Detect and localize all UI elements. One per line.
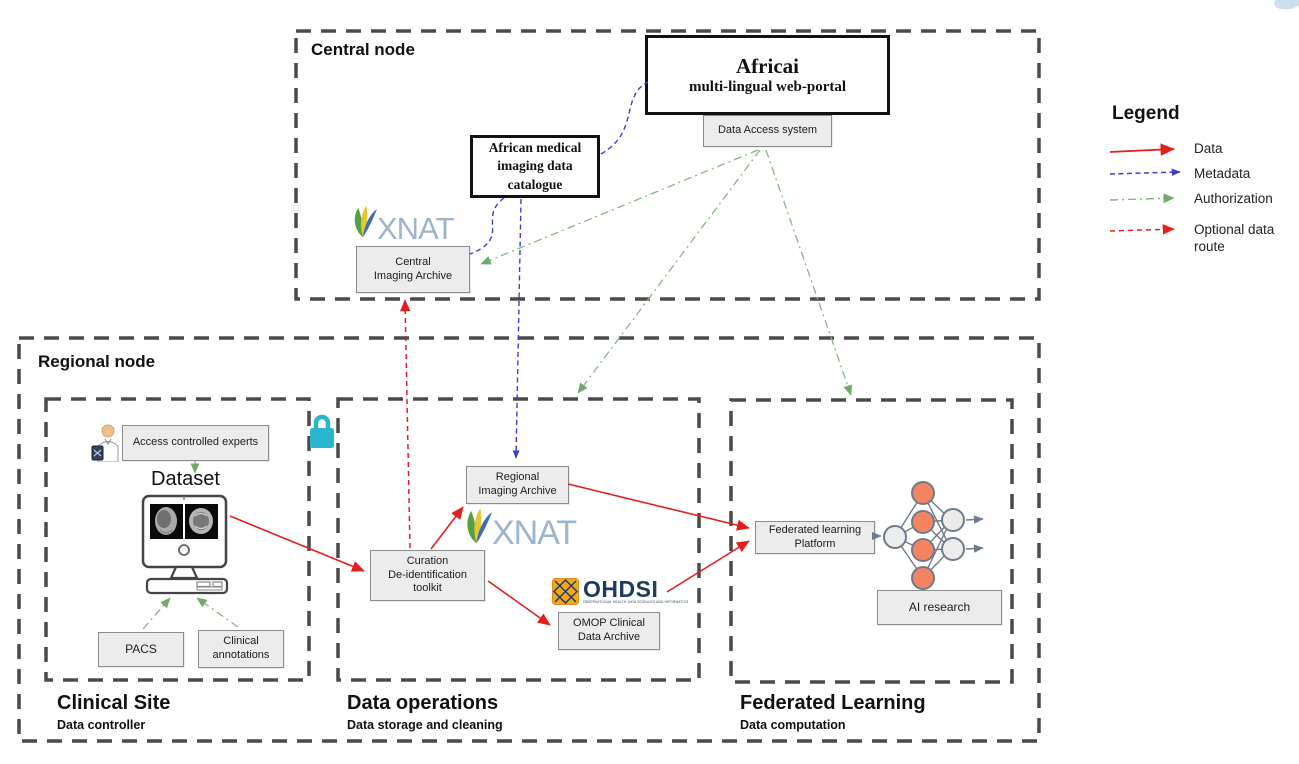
link-catalogue-central-archive [469,197,505,255]
data-curation-to-regional-archive [430,506,464,550]
auth-annotations-to-workstation [196,597,239,628]
africai-portal-box: Africai multi-lingual web-portal [645,35,890,115]
data-curation-to-omop [487,580,551,626]
clinical-annotations-box: Clinical annotations [198,630,284,668]
legend-sample-data [1109,143,1175,156]
africai-title: Africai [736,54,799,78]
nn-hidden-node [911,481,935,505]
authorization-links [142,149,853,630]
federated-learning-title: Federated Learning [740,692,926,714]
nn-input-node [883,525,907,549]
xnat-logo-text: XNAT [377,210,454,246]
regional-imaging-archive-box: Regional Imaging Archive [466,466,569,504]
legend-label-data: Data [1194,141,1223,156]
ohdsi-logo-text: OHDSI [583,576,659,603]
federated-learning-subtitle: Data computation [740,718,846,732]
legend-label-optional-route: Optional data route [1194,222,1275,254]
corner-decoration [1272,0,1299,12]
clinical-site-title: Clinical Site [57,692,171,714]
data-access-system-box: Data Access system [703,115,832,147]
regional-node-title: Regional node [38,352,156,371]
curation-toolkit-box: Curation De-identification toolkit [370,550,485,601]
data-dataset-to-curation [229,515,365,572]
neural-network [871,481,984,590]
data-regional-archive-to-platform [567,483,750,531]
lock-icon [310,414,334,448]
omop-clinical-data-archive-box: OMOP Clinical Data Archive [558,612,660,650]
xnat-leaf-icon [467,508,492,544]
access-controlled-experts-box: Access controlled experts [122,425,269,461]
ohdsi-logo: OHDSI OBSERVATIONAL HEALTH DATA SCIENCES… [552,578,688,605]
workstation-icon [141,494,229,595]
auth-to-federated-learning [765,149,853,396]
federated-learning-platform-box: Federated learning Platform [755,521,875,554]
brain-scan-left [155,507,177,535]
central-node-title: Central node [311,40,415,59]
auth-pacs-to-workstation [142,597,171,630]
xnat-logo-text: XNAT [492,514,577,553]
ohdsi-tagline: OBSERVATIONAL HEALTH DATA SCIENCES AND I… [583,599,689,604]
legend-sample-optional-route [1109,224,1175,235]
brain-scan-right [189,508,213,534]
doctor-icon [91,424,119,462]
nn-hidden-node [911,566,935,590]
data-operations-subtitle: Data storage and cleaning [347,718,503,732]
nn-output-node [941,508,965,532]
xnat-logo-regional: XNAT [461,505,577,553]
ai-research-box: AI research [877,590,1002,625]
xnat-logo-central: XNAT [349,202,454,246]
african-catalogue-box: African medical imaging data catalogue [470,135,600,198]
xnat-leaf-icon [354,205,377,238]
nn-hidden-node [911,538,935,562]
legend-label-authorization: Authorization [1194,191,1273,206]
clinical-site-subtitle: Data controller [57,718,146,732]
legend-sample-authorization [1109,193,1175,204]
pacs-box: PACS [98,632,184,667]
data-operations-title: Data operations [347,692,499,714]
nn-output-node [941,537,965,561]
central-imaging-archive-box: Central Imaging Archive [356,246,470,293]
legend-label-metadata: Metadata [1194,166,1251,181]
legend-sample-metadata [1109,168,1181,176]
ohdsi-compass-icon [552,578,579,605]
link-catalogue-africai [600,81,649,155]
legend-title: Legend [1112,103,1180,124]
dataset-label: Dataset [151,468,220,490]
link-catalogue-regional-archive [512,198,522,459]
africai-subtitle: multi-lingual web-portal [688,79,847,95]
auth-to-data-operations [577,149,761,394]
nn-hidden-node [911,510,935,534]
legend-samples [1109,143,1181,235]
optional-curation-to-central-archive [399,299,411,549]
